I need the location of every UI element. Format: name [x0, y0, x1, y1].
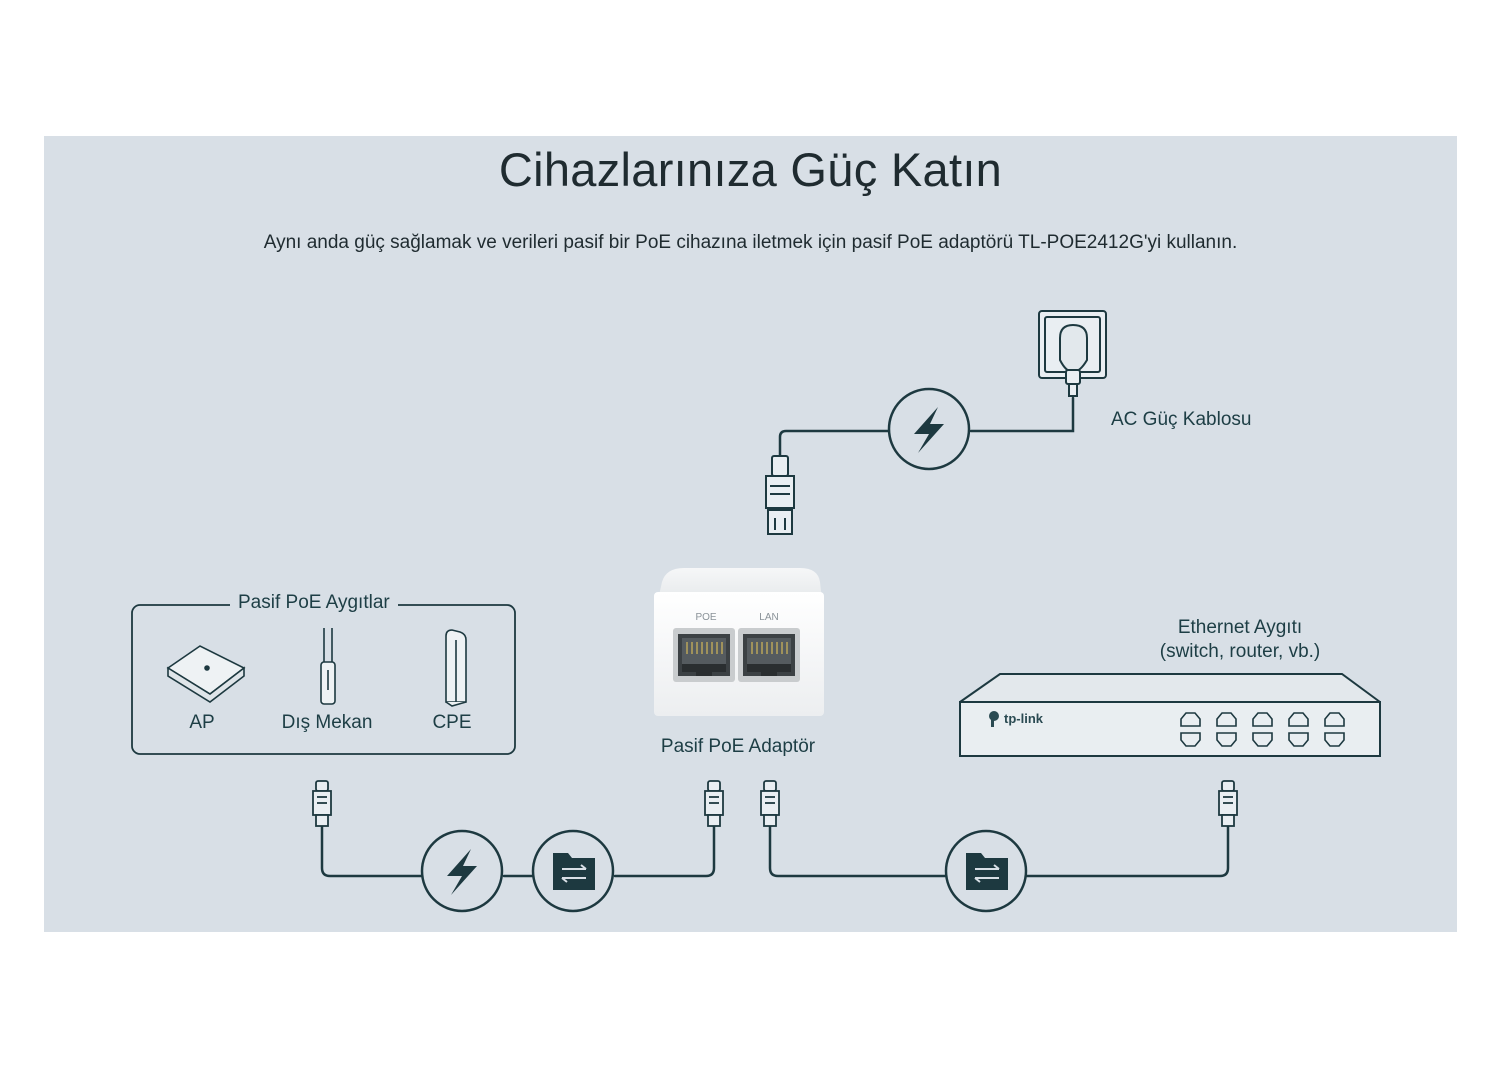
cpe-icon: [445, 629, 467, 707]
poe-adapter-device: [654, 568, 824, 716]
outdoor-ap-icon: [320, 628, 336, 705]
lightning-bolt-icon: [420, 829, 504, 913]
ethernet-switch-device: [959, 673, 1381, 757]
rj45-plug-icon: [704, 780, 724, 827]
poe-port: [673, 628, 735, 682]
lan-port-label: LAN: [759, 612, 779, 623]
rj45-connectors: [312, 780, 1238, 827]
lan-cable-right: [768, 824, 1230, 878]
rj45-plug-icon: [1218, 780, 1238, 827]
iec-plug-icon: [765, 455, 795, 535]
tp-link-logo-icon: [989, 711, 999, 727]
switch-ports: [1180, 712, 1345, 747]
ethernet-label-line2: (switch, router, vb.): [1159, 641, 1321, 662]
ac-cable-line: [778, 396, 1075, 458]
cables: [320, 396, 1230, 878]
ethernet-device-label: Ethernet Aygıtı (switch, router, vb.): [1110, 616, 1370, 664]
page-title: Cihazlarınıza Güç Katın: [498, 143, 1003, 196]
lan-port: [738, 628, 800, 682]
ap-label: AP: [189, 712, 215, 733]
cpe-label: CPE: [432, 712, 472, 733]
poe-port-label: POE: [695, 612, 717, 623]
poe-cable-left: [320, 824, 716, 878]
folder-transfer-icon: [944, 829, 1028, 913]
switch-brand-label: tp-link: [1004, 711, 1043, 726]
wall-socket-icon: [1038, 310, 1107, 397]
access-point-icon: [166, 645, 246, 703]
ac-cable-label: AC Güç Kablosu: [1111, 409, 1252, 430]
rj45-plug-icon: [312, 780, 332, 827]
outdoor-label: Dış Mekan: [281, 712, 373, 733]
adapter-label: Pasif PoE Adaptör: [660, 736, 816, 757]
passive-devices-label: Pasif PoE Aygıtlar: [230, 592, 398, 614]
lightning-bolt-icon: [887, 387, 971, 471]
rj45-plug-icon: [760, 780, 780, 827]
folder-transfer-icon: [531, 829, 615, 913]
ethernet-label-line1: Ethernet Aygıtı: [1177, 617, 1303, 638]
page-subtitle: Aynı anda güç sağlamak ve verileri pasif…: [263, 232, 1238, 253]
